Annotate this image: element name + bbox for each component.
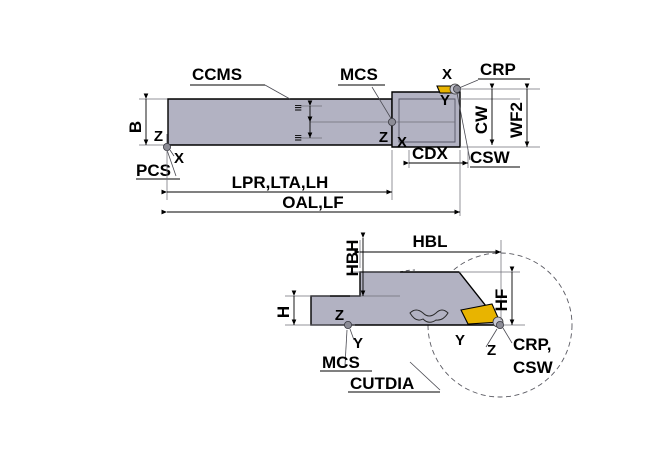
origin-marker-pcs (162, 142, 171, 151)
pcs-leader-line (166, 149, 177, 177)
dim-tick-mid-lower: ≡ (294, 130, 302, 145)
ccms-leader-line (264, 84, 291, 100)
dim-label-mcs-side: MCS (340, 65, 378, 84)
origin-marker-mcs-side (387, 118, 396, 127)
csw-leader-line-side (456, 92, 471, 161)
dim-label-hbh: HBH (343, 240, 362, 277)
axis-tick-pcs-x (169, 149, 175, 157)
dim-label-cutdia: CUTDIA (350, 374, 414, 393)
dim-label-csw-side: CSW (470, 148, 511, 167)
cutdia-leader-line (409, 361, 441, 391)
axis-label-mcs-z-top: Z (335, 307, 344, 324)
dim-label-hf: HF (492, 289, 511, 312)
side-view-group: B ≡ ≡ CCMS MCS CRP PCS (126, 60, 540, 216)
crp-leader-line (458, 79, 479, 89)
dim-label-b: B (126, 121, 145, 133)
mcs-leader-line-side (371, 86, 393, 121)
dim-label-crp-top: CRP, (513, 335, 551, 354)
axis-tick-mcs-y-top (349, 328, 355, 341)
dim-label-pcs: PCS (136, 161, 171, 180)
dim-label-hbl: HBL (413, 232, 448, 251)
axis-label-crp-x: X (442, 66, 452, 83)
chip-groove-detail (409, 309, 449, 323)
head-block-inner-outline (398, 98, 456, 143)
dim-label-ccms: CCMS (192, 65, 242, 84)
dim-label-lpr-lta-lh: LPR,LTA,LH (232, 173, 329, 192)
axis-label-mcs-z-side: Z (379, 129, 388, 146)
dim-label-csw-top: CSW (513, 358, 554, 377)
dim-label-cdx: CDX (412, 144, 449, 163)
axis-label-crp-y-top: Y (455, 332, 465, 349)
dim-label-mcs-top: MCS (322, 353, 360, 372)
axis-label-mcs-x-side: X (397, 134, 407, 151)
origin-marker-mcs-top (343, 320, 352, 329)
mcs-leader-line-top (344, 329, 348, 366)
dim-label-wf2: WF2 (507, 102, 526, 138)
dim-label-cw: CW (472, 105, 491, 134)
top-view-group: HBH HBL H HF Z Y MCS Y Z CRP, CSW (274, 232, 573, 398)
axis-label-crp-z-top: Z (487, 342, 496, 359)
dim-label-crp: CRP (480, 60, 516, 79)
axis-label-pcs-z: Z (154, 128, 163, 145)
axis-label-pcs-x: X (174, 150, 184, 167)
crp-csw-leader-top (502, 327, 513, 344)
origin-marker-crp-top (495, 320, 504, 329)
dim-label-oal-lf: OAL,LF (282, 193, 343, 212)
dim-tick-mid-upper: ≡ (294, 100, 302, 115)
axis-label-crp-y: Y (440, 92, 450, 109)
axis-tick-crp-z-top (485, 328, 498, 348)
axis-label-mcs-y-top: Y (353, 335, 363, 352)
dim-label-h: H (274, 306, 293, 318)
